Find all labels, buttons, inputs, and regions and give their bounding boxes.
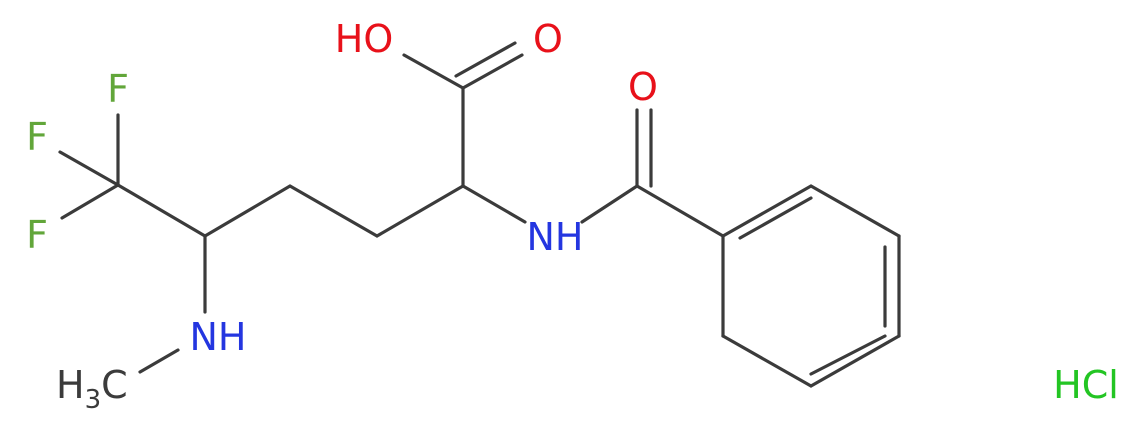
amine-nitrogen-label: NH xyxy=(190,315,247,359)
ring-inner-3 xyxy=(809,334,887,376)
bond-nh-ch3 xyxy=(138,348,180,374)
methyl-c: C xyxy=(101,363,128,407)
bond-camide-ipso xyxy=(635,184,725,238)
hcl-salt-label: HCl xyxy=(1053,363,1119,407)
hydroxyl-label: HO xyxy=(335,17,393,61)
amide-nitrogen-label: NH xyxy=(527,215,584,259)
methyl-h: H xyxy=(56,363,85,407)
atom-label-layer: HO O O F F F NH NH H3C HCl xyxy=(26,17,1119,415)
bond-c1-oh xyxy=(402,53,465,90)
bond-c-f-bottom xyxy=(60,183,120,220)
methyl-subscript: 3 xyxy=(85,385,102,415)
fluorine-top-label: F xyxy=(107,67,129,111)
ring-bond-4 xyxy=(809,334,901,388)
bond-layer xyxy=(58,41,901,388)
fluorine-bottom-label: F xyxy=(26,213,48,257)
bond-c-f-left xyxy=(58,150,120,187)
bond-c1-o-double-a xyxy=(461,53,524,90)
bond-nh-camide xyxy=(580,184,639,224)
amide-oxygen-label: O xyxy=(628,65,658,109)
carbonyl-oxygen-label: O xyxy=(533,17,563,61)
ring-inner-1 xyxy=(738,196,813,240)
ring-bond-5 xyxy=(721,334,813,388)
fluorine-left-label: F xyxy=(26,115,48,159)
methyl-label: H3C xyxy=(56,363,128,415)
bond-c3-c2 xyxy=(375,184,465,238)
ring-bond-2 xyxy=(809,184,901,238)
bond-c1-o-double-b xyxy=(454,41,517,78)
bond-c2-nh xyxy=(461,184,527,224)
bond-c5-c4 xyxy=(203,184,292,238)
bond-c4-c3 xyxy=(288,184,379,238)
ring-bond-1 xyxy=(721,184,813,238)
bond-cf3-c5 xyxy=(116,183,207,238)
